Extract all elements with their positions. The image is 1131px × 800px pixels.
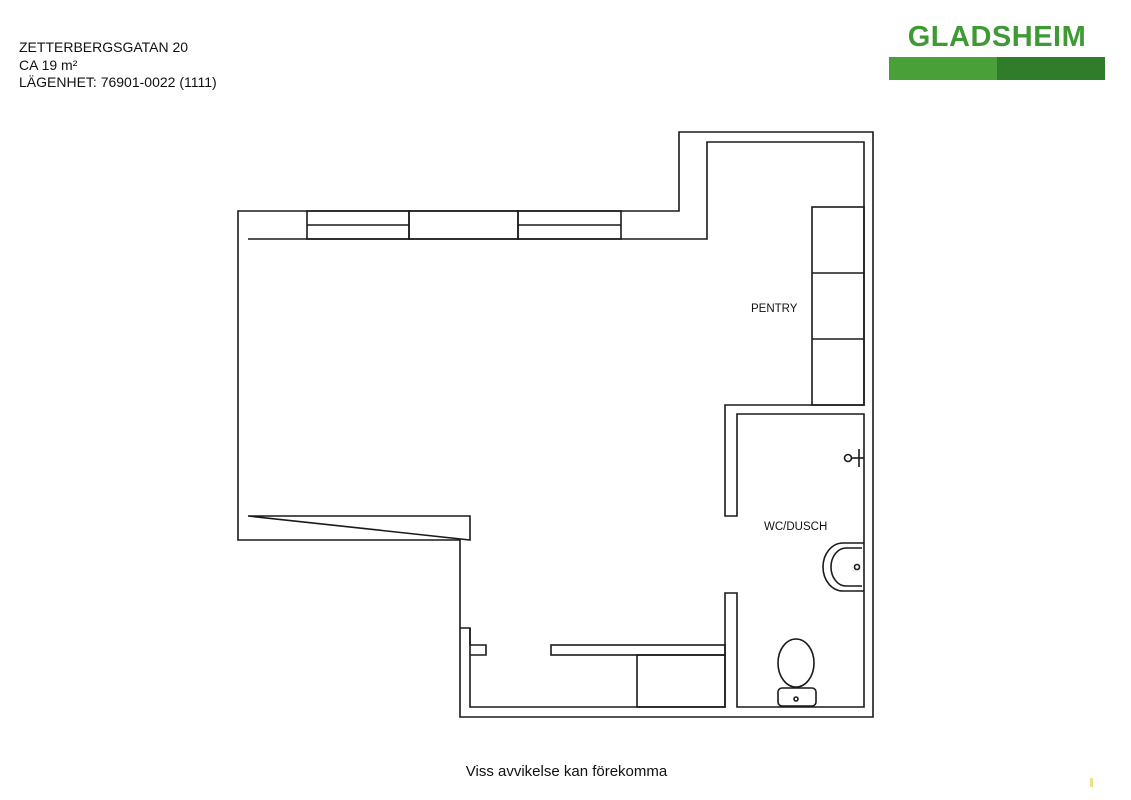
logo-bar-dark bbox=[997, 57, 1105, 80]
disclaimer-text: Viss avvikelse kan förekomma bbox=[465, 763, 668, 780]
apartment-area: CA 19 m² bbox=[19, 56, 78, 73]
disclaimer: Viss avvikelse kan förekomma bbox=[0, 763, 1131, 780]
pentry-counter bbox=[811, 206, 865, 406]
room-label-pentry: PENTRY bbox=[751, 303, 798, 315]
logo-bar bbox=[889, 57, 1105, 80]
window-2 bbox=[408, 210, 519, 240]
inner-wall bbox=[247, 141, 865, 708]
entrance-jamb bbox=[469, 628, 487, 656]
room-label-wc: WC/DUSCH bbox=[764, 521, 827, 533]
logo-text: GLADSHEIM bbox=[907, 21, 1087, 53]
toilet-icon bbox=[777, 638, 817, 707]
wardrobe bbox=[550, 644, 726, 708]
gladsheim-logo: GLADSHEIM bbox=[889, 20, 1105, 80]
window-1 bbox=[306, 210, 410, 240]
shower-mixer-icon bbox=[843, 449, 864, 467]
outer-wall bbox=[237, 131, 874, 718]
logo-bar-light bbox=[889, 57, 997, 80]
window-3 bbox=[517, 210, 622, 240]
apartment-number: LÄGENHET: 76901-0022 (1111) bbox=[19, 74, 217, 90]
corner-mark bbox=[1090, 778, 1093, 787]
street-address: ZETTERBERGSGATAN 20 bbox=[19, 39, 189, 55]
washbasin-icon bbox=[822, 542, 864, 592]
address-block: ZETTERBERGSGATAN 20 CA 19 m² LÄGENHET: 7… bbox=[19, 39, 217, 92]
